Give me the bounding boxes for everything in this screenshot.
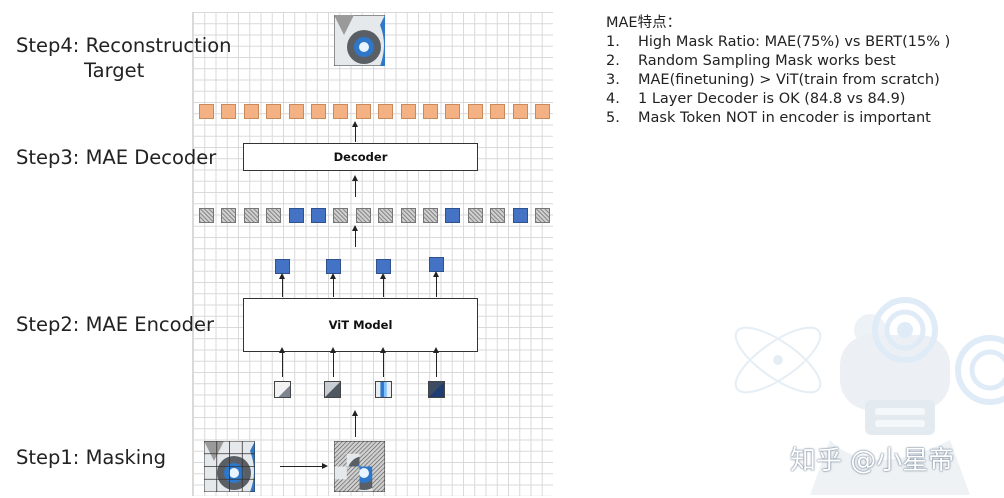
- token-blue: [429, 257, 444, 272]
- token-gray: [400, 208, 416, 223]
- arrow-patch-1: [279, 347, 285, 377]
- step4-label: Step4: Reconstruction: [16, 34, 232, 57]
- token-gray: [423, 208, 438, 223]
- token-gray: [266, 208, 282, 223]
- token-blue: [288, 208, 304, 223]
- arrow-encoded-to-sequence: [352, 225, 358, 247]
- note-text: High Mask Ratio: MAE(75%) vs BERT(15% ): [638, 34, 951, 50]
- step3-label: Step3: MAE Decoder: [16, 146, 217, 169]
- token-gray: [243, 208, 259, 223]
- token-gray: [199, 208, 214, 223]
- visible-patch-1: [274, 381, 291, 398]
- token-orange: [445, 104, 461, 119]
- token-gray: [355, 208, 371, 223]
- token-orange: [221, 104, 237, 119]
- masked-image: [334, 441, 385, 492]
- arrow-tokens-to-decoder: [352, 175, 358, 197]
- note-text: Mask Token NOT in encoder is important: [638, 110, 931, 126]
- token-orange: [288, 104, 304, 119]
- note-item: 3. MAE(finetuning) > ViT(train from scrat…: [606, 71, 950, 90]
- watermark: 知乎 @小星帝: [790, 446, 955, 476]
- token-gray: [467, 208, 483, 223]
- token-gray: [535, 208, 550, 223]
- token-orange: [400, 104, 416, 119]
- note-number: 1.: [606, 34, 620, 50]
- arrow-decoder-to-output: [352, 121, 358, 142]
- arrow-patch-3: [380, 347, 386, 377]
- diagram-grid: [192, 12, 553, 496]
- arrow-encoder-out-4: [433, 271, 439, 297]
- note-number: 5.: [606, 110, 620, 126]
- step1-label: Step1: Masking: [16, 446, 166, 469]
- input-image: [204, 441, 255, 492]
- note-text: Random Sampling Mask works best: [638, 53, 896, 69]
- note-item: 5. Mask Token NOT in encoder is important: [606, 109, 950, 128]
- notes-list: 1. High Mask Ratio: MAE(75%) vs BERT(15% …: [606, 33, 950, 128]
- token-orange: [199, 104, 214, 119]
- token-orange: [378, 104, 394, 119]
- token-orange: [333, 104, 349, 119]
- arrow-masked-to-patches: [352, 410, 358, 437]
- robot-illustration: [734, 297, 1004, 495]
- reconstruction-target-image: [334, 15, 385, 66]
- token-orange: [266, 104, 282, 119]
- token-blue: [326, 259, 341, 274]
- token-gray: [221, 208, 237, 223]
- arrow-mask-step: [280, 463, 328, 469]
- arrow-encoder-out-3: [380, 273, 386, 297]
- visible-patch-3: [375, 381, 392, 398]
- note-item: 4. 1 Layer Decoder is OK (84.8 vs 84.9): [606, 90, 950, 109]
- visible-patch-2: [324, 381, 341, 398]
- arrow-encoder-out-2: [330, 273, 336, 297]
- token-blue: [445, 208, 461, 223]
- token-blue: [275, 259, 290, 274]
- arrow-patch-2: [330, 347, 336, 377]
- token-orange: [535, 104, 550, 119]
- token-gray: [378, 208, 394, 223]
- token-blue: [376, 259, 391, 274]
- note-number: 3.: [606, 72, 620, 88]
- note-number: 2.: [606, 53, 620, 69]
- encoder-box: ViT Model: [243, 298, 478, 352]
- visible-patch-4: [428, 381, 445, 398]
- step2-label: Step2: MAE Encoder: [16, 313, 214, 336]
- token-orange: [512, 104, 528, 119]
- token-orange: [243, 104, 259, 119]
- token-orange: [490, 104, 506, 119]
- token-blue: [512, 208, 528, 223]
- token-orange: [423, 104, 438, 119]
- arrow-patch-4: [433, 347, 439, 377]
- token-orange: [355, 104, 371, 119]
- token-orange: [467, 104, 483, 119]
- token-orange: [311, 104, 326, 119]
- note-item: 1. High Mask Ratio: MAE(75%) vs BERT(15% …: [606, 33, 950, 52]
- token-gray: [490, 208, 506, 223]
- note-text: 1 Layer Decoder is OK (84.8 vs 84.9): [638, 91, 906, 107]
- notes-title: MAE特点：: [606, 15, 682, 31]
- step4-label-target: Target: [84, 59, 145, 82]
- note-item: 2. Random Sampling Mask works best: [606, 52, 950, 71]
- decoder-box: Decoder: [243, 143, 478, 171]
- token-gray: [333, 208, 349, 223]
- token-blue: [311, 208, 326, 223]
- mae-notes: MAE特点： 1. High Mask Ratio: MAE(75%) vs BE…: [606, 14, 950, 128]
- note-number: 4.: [606, 91, 620, 107]
- arrow-encoder-out-1: [279, 273, 285, 297]
- note-text: MAE(finetuning) > ViT(train from scratch…: [638, 72, 940, 88]
